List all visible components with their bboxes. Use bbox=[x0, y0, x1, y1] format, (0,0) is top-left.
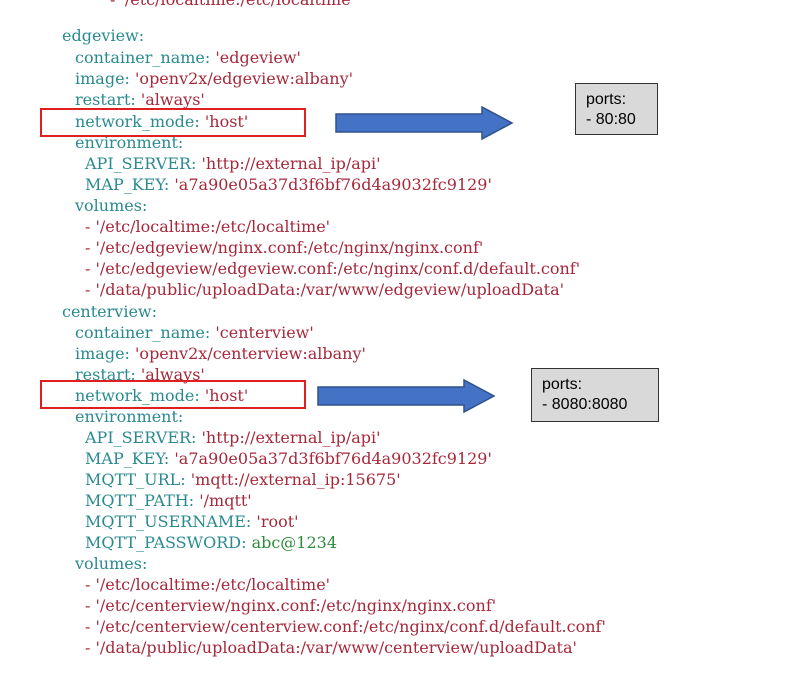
centerview-right-arrow-icon bbox=[317, 378, 496, 414]
container-name-value: 'edgeview' bbox=[215, 48, 301, 67]
mqtt-username-value: 'root' bbox=[256, 512, 299, 531]
restart-key: restart: bbox=[75, 90, 136, 109]
edgeview-restart-line: restart: 'always' bbox=[75, 90, 205, 112]
container-name-value: 'centerview' bbox=[215, 323, 314, 342]
image-value: 'openv2x/centerview:albany' bbox=[135, 344, 366, 363]
callout-title: ports: bbox=[586, 91, 627, 108]
mqtt-path-value: '/mqtt' bbox=[199, 491, 252, 510]
callout-value: - 8080:8080 bbox=[542, 396, 628, 413]
edgeview-volume-item: - '/etc/edgeview/edgeview.conf:/etc/ngin… bbox=[85, 259, 581, 278]
edgeview-map-key-line: MAP_KEY: 'a7a90e05a37d3f6bf76d4a9032fc91… bbox=[85, 175, 492, 197]
edgeview-ports-callout: ports: - 80:80 bbox=[575, 83, 658, 135]
clipped-volume-line: - '/etc/localtime:/etc/localtime' bbox=[110, 0, 355, 12]
centerview-network-mode-line: network_mode: 'host' bbox=[75, 386, 248, 408]
map-key-key: MAP_KEY: bbox=[85, 449, 170, 468]
edgeview-environment-key: environment: bbox=[75, 133, 184, 152]
restart-key: restart: bbox=[75, 365, 136, 384]
edgeview-network-mode-line: network_mode: 'host' bbox=[75, 112, 248, 134]
centerview-network-mode-highlight bbox=[40, 380, 306, 409]
restart-value: 'always' bbox=[140, 90, 205, 109]
centerview-volume-item: - '/etc/centerview/centerview.conf:/etc/… bbox=[85, 617, 606, 636]
mqtt-password-value: abc@1234 bbox=[251, 533, 338, 552]
mqtt-username-key: MQTT_USERNAME: bbox=[85, 512, 252, 531]
map-key-value: 'a7a90e05a37d3f6bf76d4a9032fc9129' bbox=[174, 175, 492, 194]
centerview-service-key: centerview: bbox=[62, 302, 157, 321]
edgeview-volume-item: - '/etc/edgeview/nginx.conf:/etc/nginx/n… bbox=[85, 238, 484, 257]
centerview-volume-item: - '/data/public/uploadData:/var/www/cent… bbox=[85, 638, 577, 657]
network-mode-key: network_mode: bbox=[75, 112, 200, 131]
edgeview-network-mode-highlight bbox=[40, 108, 306, 137]
image-value: 'openv2x/edgeview:albany' bbox=[135, 69, 354, 88]
edgeview-right-arrow-icon bbox=[335, 105, 514, 141]
mqtt-path-key: MQTT_PATH: bbox=[85, 491, 195, 510]
edgeview-service-key: edgeview: bbox=[62, 26, 145, 45]
centerview-map-key-line: MAP_KEY: 'a7a90e05a37d3f6bf76d4a9032fc91… bbox=[85, 449, 492, 471]
mqtt-url-value: 'mqtt://external_ip:15675' bbox=[190, 470, 401, 489]
centerview-mqtt-password-line: MQTT_PASSWORD: abc@1234 bbox=[85, 533, 337, 555]
container-name-key: container_name: bbox=[75, 323, 211, 342]
network-mode-key: network_mode: bbox=[75, 386, 200, 405]
centerview-container-name-line: container_name: 'centerview' bbox=[75, 323, 314, 345]
centerview-volumes-key: volumes: bbox=[75, 554, 148, 573]
restart-value: 'always' bbox=[140, 365, 205, 384]
api-server-key: API_SERVER: bbox=[85, 428, 197, 447]
edgeview-api-server-line: API_SERVER: 'http://external_ip/api' bbox=[85, 154, 381, 176]
centerview-volume-item: - '/etc/localtime:/etc/localtime' bbox=[85, 575, 331, 594]
centerview-image-line: image: 'openv2x/centerview:albany' bbox=[75, 344, 366, 366]
container-name-key: container_name: bbox=[75, 48, 211, 67]
api-server-key: API_SERVER: bbox=[85, 154, 197, 173]
network-mode-value: 'host' bbox=[204, 386, 249, 405]
centerview-restart-line: restart: 'always' bbox=[75, 365, 205, 387]
mqtt-password-key: MQTT_PASSWORD: bbox=[85, 533, 247, 552]
image-key: image: bbox=[75, 69, 130, 88]
api-server-value: 'http://external_ip/api' bbox=[201, 154, 381, 173]
image-key: image: bbox=[75, 344, 130, 363]
edgeview-volume-item: - '/etc/localtime:/etc/localtime' bbox=[85, 217, 331, 236]
edgeview-image-line: image: 'openv2x/edgeview:albany' bbox=[75, 69, 353, 91]
edgeview-volume-item: - '/data/public/uploadData:/var/www/edge… bbox=[85, 280, 565, 299]
centerview-mqtt-url-line: MQTT_URL: 'mqtt://external_ip:15675' bbox=[85, 470, 401, 492]
centerview-mqtt-path-line: MQTT_PATH: '/mqtt' bbox=[85, 491, 252, 513]
callout-value: - 80:80 bbox=[586, 111, 636, 128]
edgeview-container-name-line: container_name: 'edgeview' bbox=[75, 48, 301, 70]
map-key-key: MAP_KEY: bbox=[85, 175, 170, 194]
centerview-api-server-line: API_SERVER: 'http://external_ip/api' bbox=[85, 428, 381, 450]
centerview-environment-key: environment: bbox=[75, 407, 184, 426]
centerview-volume-item: - '/etc/centerview/nginx.conf:/etc/nginx… bbox=[85, 596, 497, 615]
centerview-mqtt-username-line: MQTT_USERNAME: 'root' bbox=[85, 512, 299, 534]
mqtt-url-key: MQTT_URL: bbox=[85, 470, 186, 489]
centerview-ports-callout: ports: - 8080:8080 bbox=[531, 368, 659, 422]
map-key-value: 'a7a90e05a37d3f6bf76d4a9032fc9129' bbox=[174, 449, 492, 468]
network-mode-value: 'host' bbox=[204, 112, 249, 131]
edgeview-volumes-key: volumes: bbox=[75, 196, 148, 215]
callout-title: ports: bbox=[542, 376, 583, 393]
api-server-value: 'http://external_ip/api' bbox=[201, 428, 381, 447]
